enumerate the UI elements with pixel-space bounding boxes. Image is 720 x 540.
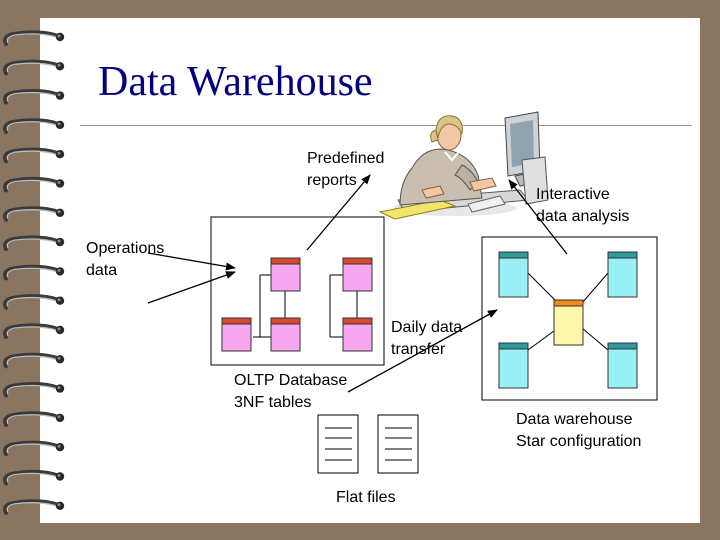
fact-table-icon bbox=[553, 299, 584, 346]
predefined-reports-line-2: reports bbox=[307, 172, 357, 189]
arrow-interactive-analysis bbox=[508, 179, 568, 255]
predefined-reports-line-1: Predefined bbox=[307, 150, 385, 167]
operations-data-label: Operations data bbox=[86, 238, 164, 282]
oltp-table-icon bbox=[221, 317, 252, 352]
flat-file-1 bbox=[317, 414, 359, 474]
dimension-table-icon bbox=[498, 342, 529, 389]
binding-ring bbox=[3, 89, 65, 105]
arrows bbox=[147, 174, 568, 393]
data-warehouse-line-2: Star configuration bbox=[516, 433, 642, 450]
arrow-operations-data-2 bbox=[147, 271, 236, 304]
star-connectors bbox=[527, 272, 609, 351]
binding-ring bbox=[3, 264, 65, 281]
binding-ring bbox=[3, 235, 65, 252]
binding-ring bbox=[3, 176, 65, 193]
arrow-predefined-reports bbox=[306, 174, 371, 251]
oltp-table-icon bbox=[270, 317, 301, 352]
arrow-daily-transfer bbox=[347, 309, 498, 393]
oltp-table-icon bbox=[342, 257, 373, 292]
binding-ring bbox=[3, 147, 65, 164]
oltp-database-label: OLTP Database 3NF tables bbox=[234, 370, 347, 414]
binding-ring bbox=[3, 30, 65, 46]
page-title: Data Warehouse bbox=[98, 59, 373, 105]
binding-ring bbox=[3, 59, 65, 76]
flat-file-2 bbox=[377, 414, 419, 474]
dimension-table-icon bbox=[607, 342, 638, 389]
binding-ring bbox=[3, 382, 65, 398]
interactive-analysis-line-1: Interactive bbox=[536, 186, 610, 203]
binding-ring bbox=[3, 499, 65, 515]
oltp-connectors bbox=[253, 274, 358, 338]
binding-ring bbox=[3, 469, 65, 486]
data-warehouse-label: Data warehouse Star configuration bbox=[516, 409, 641, 453]
dimension-table-icon bbox=[607, 251, 638, 298]
operations-data-line-2: data bbox=[86, 262, 118, 279]
data-warehouse-line-1: Data warehouse bbox=[516, 411, 633, 428]
operations-data-line-1: Operations bbox=[86, 240, 165, 257]
oltp-table-icon bbox=[342, 317, 373, 352]
daily-transfer-label: Daily data transfer bbox=[391, 317, 462, 361]
spiral-binding bbox=[3, 30, 65, 515]
title-divider bbox=[80, 125, 692, 126]
predefined-reports-label: Predefined reports bbox=[307, 148, 384, 192]
binding-ring bbox=[3, 323, 65, 339]
dimension-table-icon bbox=[498, 251, 529, 298]
flat-files-label: Flat files bbox=[336, 489, 396, 506]
oltp-database-line-2: 3NF tables bbox=[234, 394, 312, 411]
interactive-analysis-label: Interactive data analysis bbox=[536, 184, 629, 228]
oltp-table-icon bbox=[270, 257, 301, 292]
arrow-operations-data-1 bbox=[147, 252, 236, 271]
binding-ring bbox=[3, 118, 65, 134]
binding-ring bbox=[3, 411, 65, 427]
binding-ring bbox=[3, 440, 65, 457]
interactive-analysis-line-2: data analysis bbox=[536, 208, 630, 225]
binding-ring bbox=[3, 206, 65, 222]
person-at-computer-icon bbox=[378, 111, 549, 220]
oltp-database-line-1: OLTP Database bbox=[234, 372, 348, 389]
daily-transfer-line-2: transfer bbox=[391, 341, 446, 358]
binding-ring bbox=[3, 352, 65, 369]
binding-ring bbox=[3, 294, 65, 310]
daily-transfer-line-1: Daily data bbox=[391, 319, 463, 336]
